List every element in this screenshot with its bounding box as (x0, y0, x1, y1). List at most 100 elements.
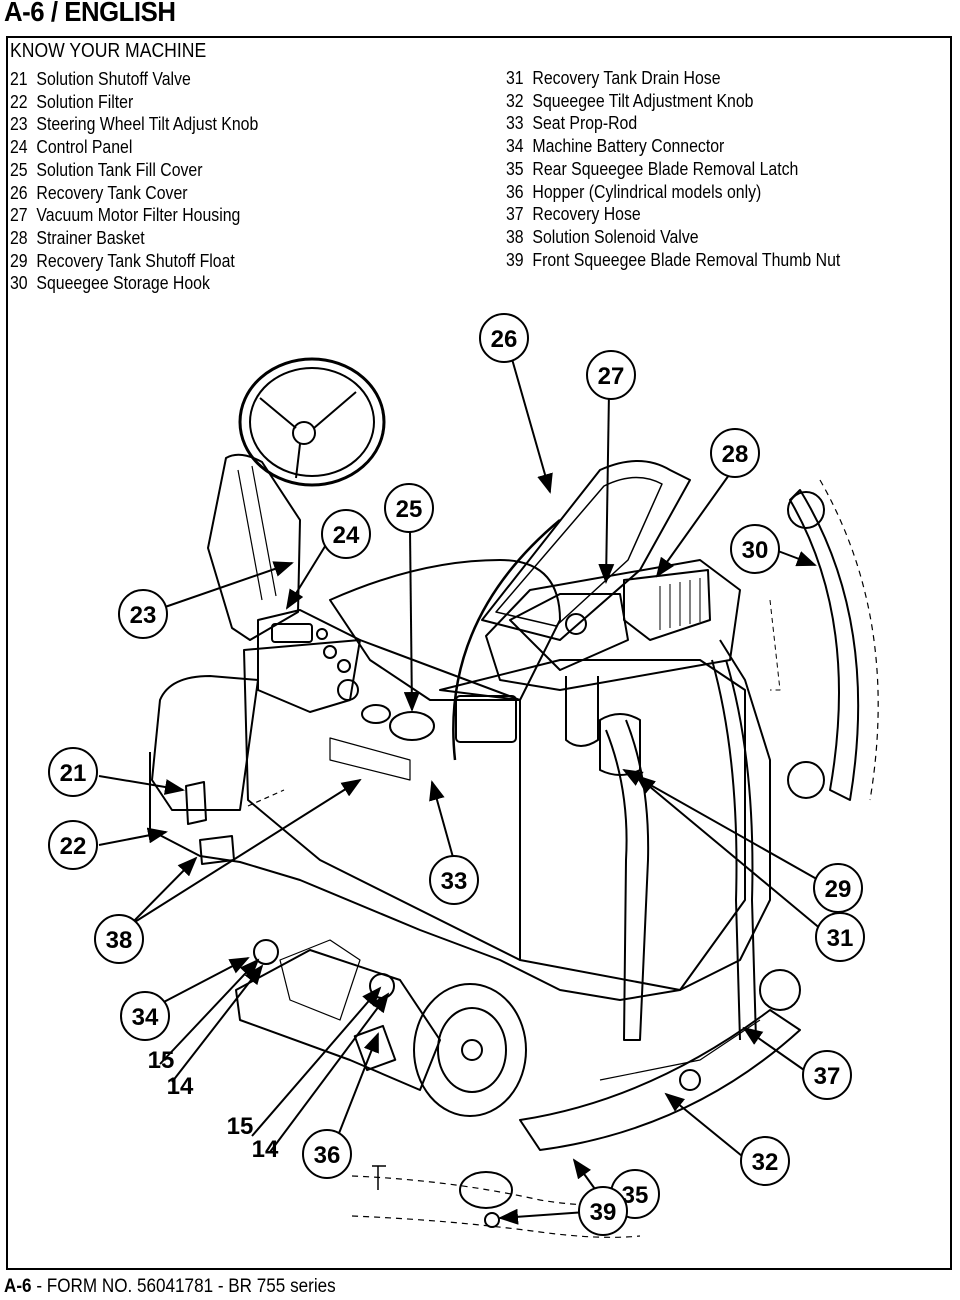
machine-diagram: 21 22 23 24 25 26 27 28 30 38 33 29 31 3… (48, 313, 879, 1238)
callout-25-text: 25 (396, 496, 423, 523)
legend-label: Front Squeegee Blade Removal Thumb Nut (532, 249, 841, 270)
legend-item: 31 Recovery Tank Drain Hose (506, 67, 840, 90)
legend-number: 22 (10, 91, 28, 112)
legend-label: Recovery Tank Shutoff Float (36, 250, 235, 271)
legend-item: 36 Hopper (Cylindrical models only) (506, 181, 840, 204)
legend-label: Solution Solenoid Valve (532, 226, 699, 247)
callout-30-text: 30 (742, 537, 769, 564)
legend-item: 23 Steering Wheel Tilt Adjust Knob (10, 113, 258, 136)
callout-22: 22 (48, 820, 98, 870)
legend-label: Squeegee Tilt Adjustment Knob (532, 90, 754, 111)
parts-legend-left: 21 Solution Shutoff Valve 22 Solution Filt… (10, 68, 292, 295)
legend-label: Recovery Tank Cover (36, 182, 188, 203)
parts-legend-right: 31 Recovery Tank Drain Hose 32 Squeegee Ti… (506, 67, 886, 271)
legend-number: 30 (10, 273, 28, 294)
callout-14b-text: 14 (252, 1136, 279, 1163)
callout-27-text: 27 (598, 363, 625, 390)
legend-number: 31 (506, 68, 524, 88)
legend-number: 34 (506, 136, 524, 157)
legend-item: 30 Squeegee Storage Hook (10, 272, 258, 295)
legend-number: 36 (506, 181, 524, 202)
callout-29: 29 (813, 863, 863, 913)
callout-39: 39 (578, 1186, 628, 1236)
legend-label: Solution Tank Fill Cover (36, 159, 203, 180)
machine-illustration (149, 357, 879, 1238)
callout-leaders (98, 351, 823, 1225)
legend-number: 25 (10, 159, 28, 180)
legend-item: 25 Solution Tank Fill Cover (10, 159, 258, 182)
legend-label: Recovery Tank Drain Hose (532, 68, 721, 88)
tank-opening (485, 559, 741, 691)
legend-item: 38 Solution Solenoid Valve (506, 226, 840, 249)
callout-38: 38 (94, 914, 144, 964)
legend-item: 32 Squeegee Tilt Adjustment Knob (506, 90, 840, 113)
callout-25: 25 (384, 483, 434, 533)
callout-31-text: 31 (827, 925, 854, 952)
callout-37-text: 37 (814, 1063, 841, 1090)
content-frame (6, 36, 952, 1270)
recovery-hose (711, 659, 757, 1041)
legend-item: 24 Control Panel (10, 136, 258, 159)
callout-30: 30 (730, 524, 780, 574)
front-wheel (413, 983, 527, 1117)
legend-number: 29 (10, 250, 28, 271)
legend-number: 38 (506, 226, 524, 247)
callout-24-text: 24 (333, 522, 360, 549)
callout-29-text: 29 (825, 876, 852, 903)
callout-34: 34 (120, 991, 170, 1041)
page-footer: A-6 - FORM NO. 56041781 - BR 755 series (4, 1276, 336, 1298)
legend-label: Hopper (Cylindrical models only) (532, 181, 762, 202)
legend-number: 24 (10, 137, 28, 158)
section-title: KNOW YOUR MACHINE (10, 40, 207, 62)
solution-valve (185, 781, 207, 825)
callout-34-text: 34 (132, 1004, 159, 1031)
callout-37: 37 (802, 1050, 852, 1100)
legend-label: Strainer Basket (36, 227, 145, 248)
strainer-basket (623, 569, 711, 641)
legend-label: Vacuum Motor Filter Housing (36, 205, 241, 226)
page-title: A-6 / ENGLISH (4, 0, 176, 27)
callout-28-text: 28 (722, 441, 749, 468)
callout-15a-text: 15 (148, 1047, 175, 1074)
legend-item: 26 Recovery Tank Cover (10, 182, 258, 205)
legend-label: Steering Wheel Tilt Adjust Knob (36, 114, 259, 135)
callout-36: 36 (302, 1129, 352, 1179)
callout-14a-text: 14 (167, 1073, 194, 1100)
legend-label: Solution Filter (36, 91, 134, 112)
callout-33-text: 33 (441, 868, 468, 895)
callout-32: 32 (740, 1136, 790, 1186)
callout-21: 21 (48, 747, 98, 797)
legend-item: 21 Solution Shutoff Valve (10, 68, 258, 91)
legend-number: 27 (10, 205, 28, 226)
legend-number: 21 (10, 69, 28, 89)
stored-squeegee (789, 489, 860, 801)
legend-label: Control Panel (36, 137, 133, 158)
legend-number: 26 (10, 182, 28, 203)
legend-item: 22 Solution Filter (10, 91, 258, 114)
callout-26: 26 (479, 313, 529, 363)
callout-23: 23 (118, 589, 168, 639)
legend-item: 27 Vacuum Motor Filter Housing (10, 204, 258, 227)
seat (329, 559, 561, 701)
footer-form-number: - FORM NO. 56041781 - BR 755 series (31, 1276, 336, 1297)
recovery-tank-cover (481, 460, 691, 641)
legend-label: Rear Squeegee Blade Removal Latch (532, 158, 799, 179)
rear-squeegee (519, 1009, 801, 1151)
legend-number: 32 (506, 90, 524, 111)
callout-38-text: 38 (106, 927, 133, 954)
drain-hose (605, 719, 650, 1041)
legend-number: 28 (10, 227, 28, 248)
callout-22-text: 22 (60, 833, 87, 860)
legend-item: 29 Recovery Tank Shutoff Float (10, 250, 258, 273)
steering-wheel (238, 357, 386, 487)
callout-21-text: 21 (60, 760, 87, 787)
legend-number: 23 (10, 114, 28, 135)
callout-27: 27 (586, 350, 636, 400)
legend-label: Solution Shutoff Valve (36, 69, 191, 89)
legend-label: Squeegee Storage Hook (36, 273, 210, 294)
steering-column (207, 453, 301, 641)
callout-39-text: 39 (590, 1199, 617, 1226)
legend-number: 37 (506, 204, 524, 225)
legend-number: 33 (506, 113, 524, 134)
